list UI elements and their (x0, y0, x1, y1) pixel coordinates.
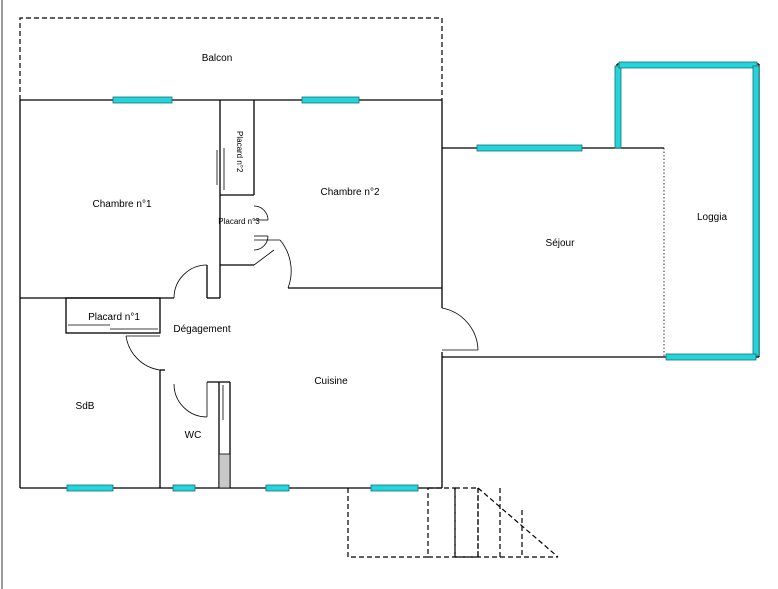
interior-walls (20, 100, 442, 489)
window-cuisine-1 (265, 484, 290, 492)
label-balcon: Balcon (202, 53, 233, 64)
label-placard-1: Placard n°1 (88, 312, 140, 323)
label-placard-3: Placard n°3 (218, 217, 260, 226)
label-chambre-2: Chambre n°2 (320, 187, 379, 198)
label-chambre-1: Chambre n°1 (92, 199, 151, 210)
exterior-walls (19, 99, 664, 489)
label-wc: WC (185, 430, 202, 441)
label-sdb: SdB (76, 401, 95, 412)
windows (66, 61, 760, 492)
duct-hatch (218, 453, 231, 489)
loggia-window-top (618, 61, 758, 69)
window-sejour (476, 144, 583, 152)
doors (68, 148, 479, 420)
loggia-outline (616, 63, 760, 358)
window-sdb (66, 484, 114, 492)
loggia-window-left (614, 65, 622, 149)
label-degagement: Dégagement (173, 324, 230, 335)
label-placard-2: Placard n°2 (235, 131, 244, 173)
label-cuisine: Cuisine (314, 376, 348, 387)
loggia-window-bottom (665, 353, 757, 361)
window-wc (172, 484, 196, 492)
exterior-steps (347, 487, 559, 558)
window-chambre2 (301, 96, 360, 104)
loggia-window-right (752, 65, 760, 357)
window-chambre1 (112, 96, 173, 104)
label-loggia: Loggia (697, 212, 727, 223)
window-cuisine-2 (370, 484, 419, 492)
label-sejour: Séjour (546, 238, 576, 249)
balcony-outline (19, 17, 443, 100)
